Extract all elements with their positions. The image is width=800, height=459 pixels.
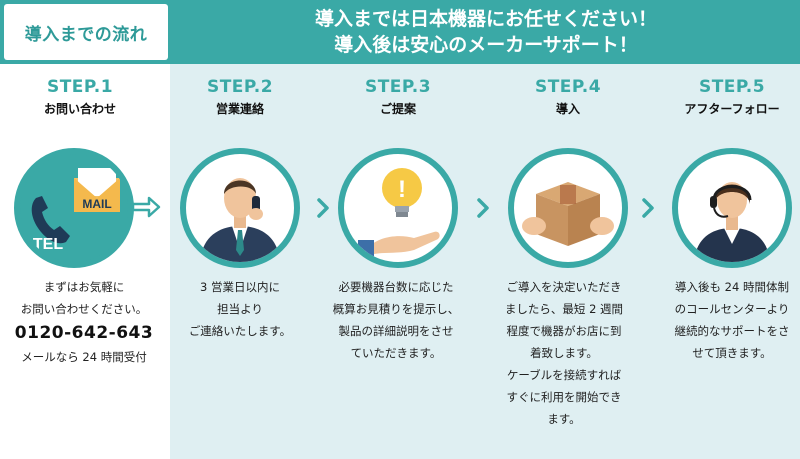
step-3-desc-line: 製品の詳細説明をさせ (338, 324, 454, 338)
phone-number[interactable]: 0120-642-643 (14, 323, 154, 343)
step-4-title: 導入 (555, 102, 580, 116)
cardboard-box-icon (522, 182, 614, 246)
banner-message: 導入までは日本機器にお任せください！ 導入後は安心のメーカーサポート！ (172, 0, 800, 64)
step-2-number: STEP.2 (206, 77, 274, 97)
step-5-desc-line: 継続的なサポートをさ (674, 324, 790, 338)
chevron-right-icon (317, 198, 329, 218)
step-5-circle (672, 148, 792, 268)
step-4-desc-line: 着致します。 (530, 346, 598, 360)
step-2-circle (180, 148, 300, 268)
step-2-title: 営業連絡 (215, 102, 264, 116)
step-2-desc-line: 担当より (217, 302, 263, 316)
step-1-title: お問い合わせ (43, 102, 116, 116)
step-1-circle: MAIL TEL (14, 148, 134, 268)
step-3-header: STEP.3 ご提案 (318, 76, 478, 118)
step-4-desc-line: ご導入を決定いただき (506, 280, 622, 294)
tel-mail-icon: MAIL TEL (31, 168, 120, 253)
chevron-right-icon (642, 198, 654, 218)
step-4-header: STEP.4 導入 (488, 76, 648, 118)
step-4-desc-line: 程度で機器がお店に到 (506, 324, 622, 338)
step-1-description: まずはお気軽に お問い合わせください。 0120-642-643 メールなら 2… (0, 276, 168, 368)
step-3-desc-line: 概算お見積りを提示し、 (332, 302, 460, 316)
step-4-desc-line: ます。 (547, 412, 581, 426)
arrow-right-icon (131, 196, 161, 218)
step-4-desc-line: ケーブルを接続すれば (506, 368, 622, 382)
step-5-title: アフターフォロー (684, 102, 780, 116)
step-4-circle (508, 148, 628, 268)
step-4-desc-line: ましたら、最短 2 週間 (504, 302, 624, 316)
steps-background (170, 64, 800, 459)
step-1-desc-line: まずはお気軽に (43, 280, 125, 294)
businessman-phone-icon (200, 178, 280, 262)
banner-line-2: 導入後は安心のメーカーサポート！ (334, 34, 638, 56)
step-2-description: 3 営業日以内に 担当より ご連絡いたします。 (156, 276, 324, 342)
step-5-header: STEP.5 アフターフォロー (652, 76, 800, 118)
step-3-title: ご提案 (379, 102, 416, 116)
operator-headset-icon (694, 182, 770, 262)
svg-text:!: ! (398, 176, 406, 203)
step-2-desc-line: ご連絡いたします。 (188, 324, 292, 338)
step-4-desc-line: すぐに利用を開始でき (506, 390, 622, 404)
mail-note: メールなら 24 時間受付 (21, 350, 147, 364)
step-3-desc-line: 必要機器台数に応じた (338, 280, 454, 294)
header-banner: 導入までの流れ 導入までは日本機器にお任せください！ 導入後は安心のメーカーサポ… (0, 0, 800, 64)
step-1-header: STEP.1 お問い合わせ (0, 76, 160, 118)
step-5-number: STEP.5 (698, 77, 766, 97)
chevron-right-icon (477, 198, 489, 218)
svg-text:MAIL: MAIL (82, 197, 111, 211)
svg-text:TEL: TEL (33, 236, 63, 253)
step-3-circle: ! (338, 148, 458, 268)
step-1-desc-line: お問い合わせください。 (20, 302, 148, 316)
step-4-number: STEP.4 (534, 77, 602, 97)
step-5-desc-line: 導入後も 24 時間体制 (675, 280, 789, 294)
banner-line-1: 導入までは日本機器にお任せください！ (314, 8, 657, 30)
step-2-desc-line: 3 営業日以内に (200, 280, 280, 294)
step-3-description: 必要機器台数に応じた 概算お見積りを提示し、 製品の詳細説明をさせ ていただきま… (312, 276, 480, 364)
step-5-desc-line: せて頂きます。 (692, 346, 772, 360)
step-2-header: STEP.2 営業連絡 (160, 76, 320, 118)
step-3-desc-line: ていただきます。 (350, 346, 442, 360)
step-3-number: STEP.3 (364, 77, 432, 97)
lightbulb-hand-icon: ! (358, 168, 440, 258)
step-1-number: STEP.1 (46, 77, 114, 97)
step-5-desc-line: のコールセンターより (674, 302, 790, 316)
flow-label: 導入までの流れ (4, 4, 168, 60)
step-4-description: ご導入を決定いただき ましたら、最短 2 週間 程度で機器がお店に到 着致します… (480, 276, 648, 430)
step-5-description: 導入後も 24 時間体制 のコールセンターより 継続的なサポートをさ せて頂きま… (648, 276, 800, 364)
